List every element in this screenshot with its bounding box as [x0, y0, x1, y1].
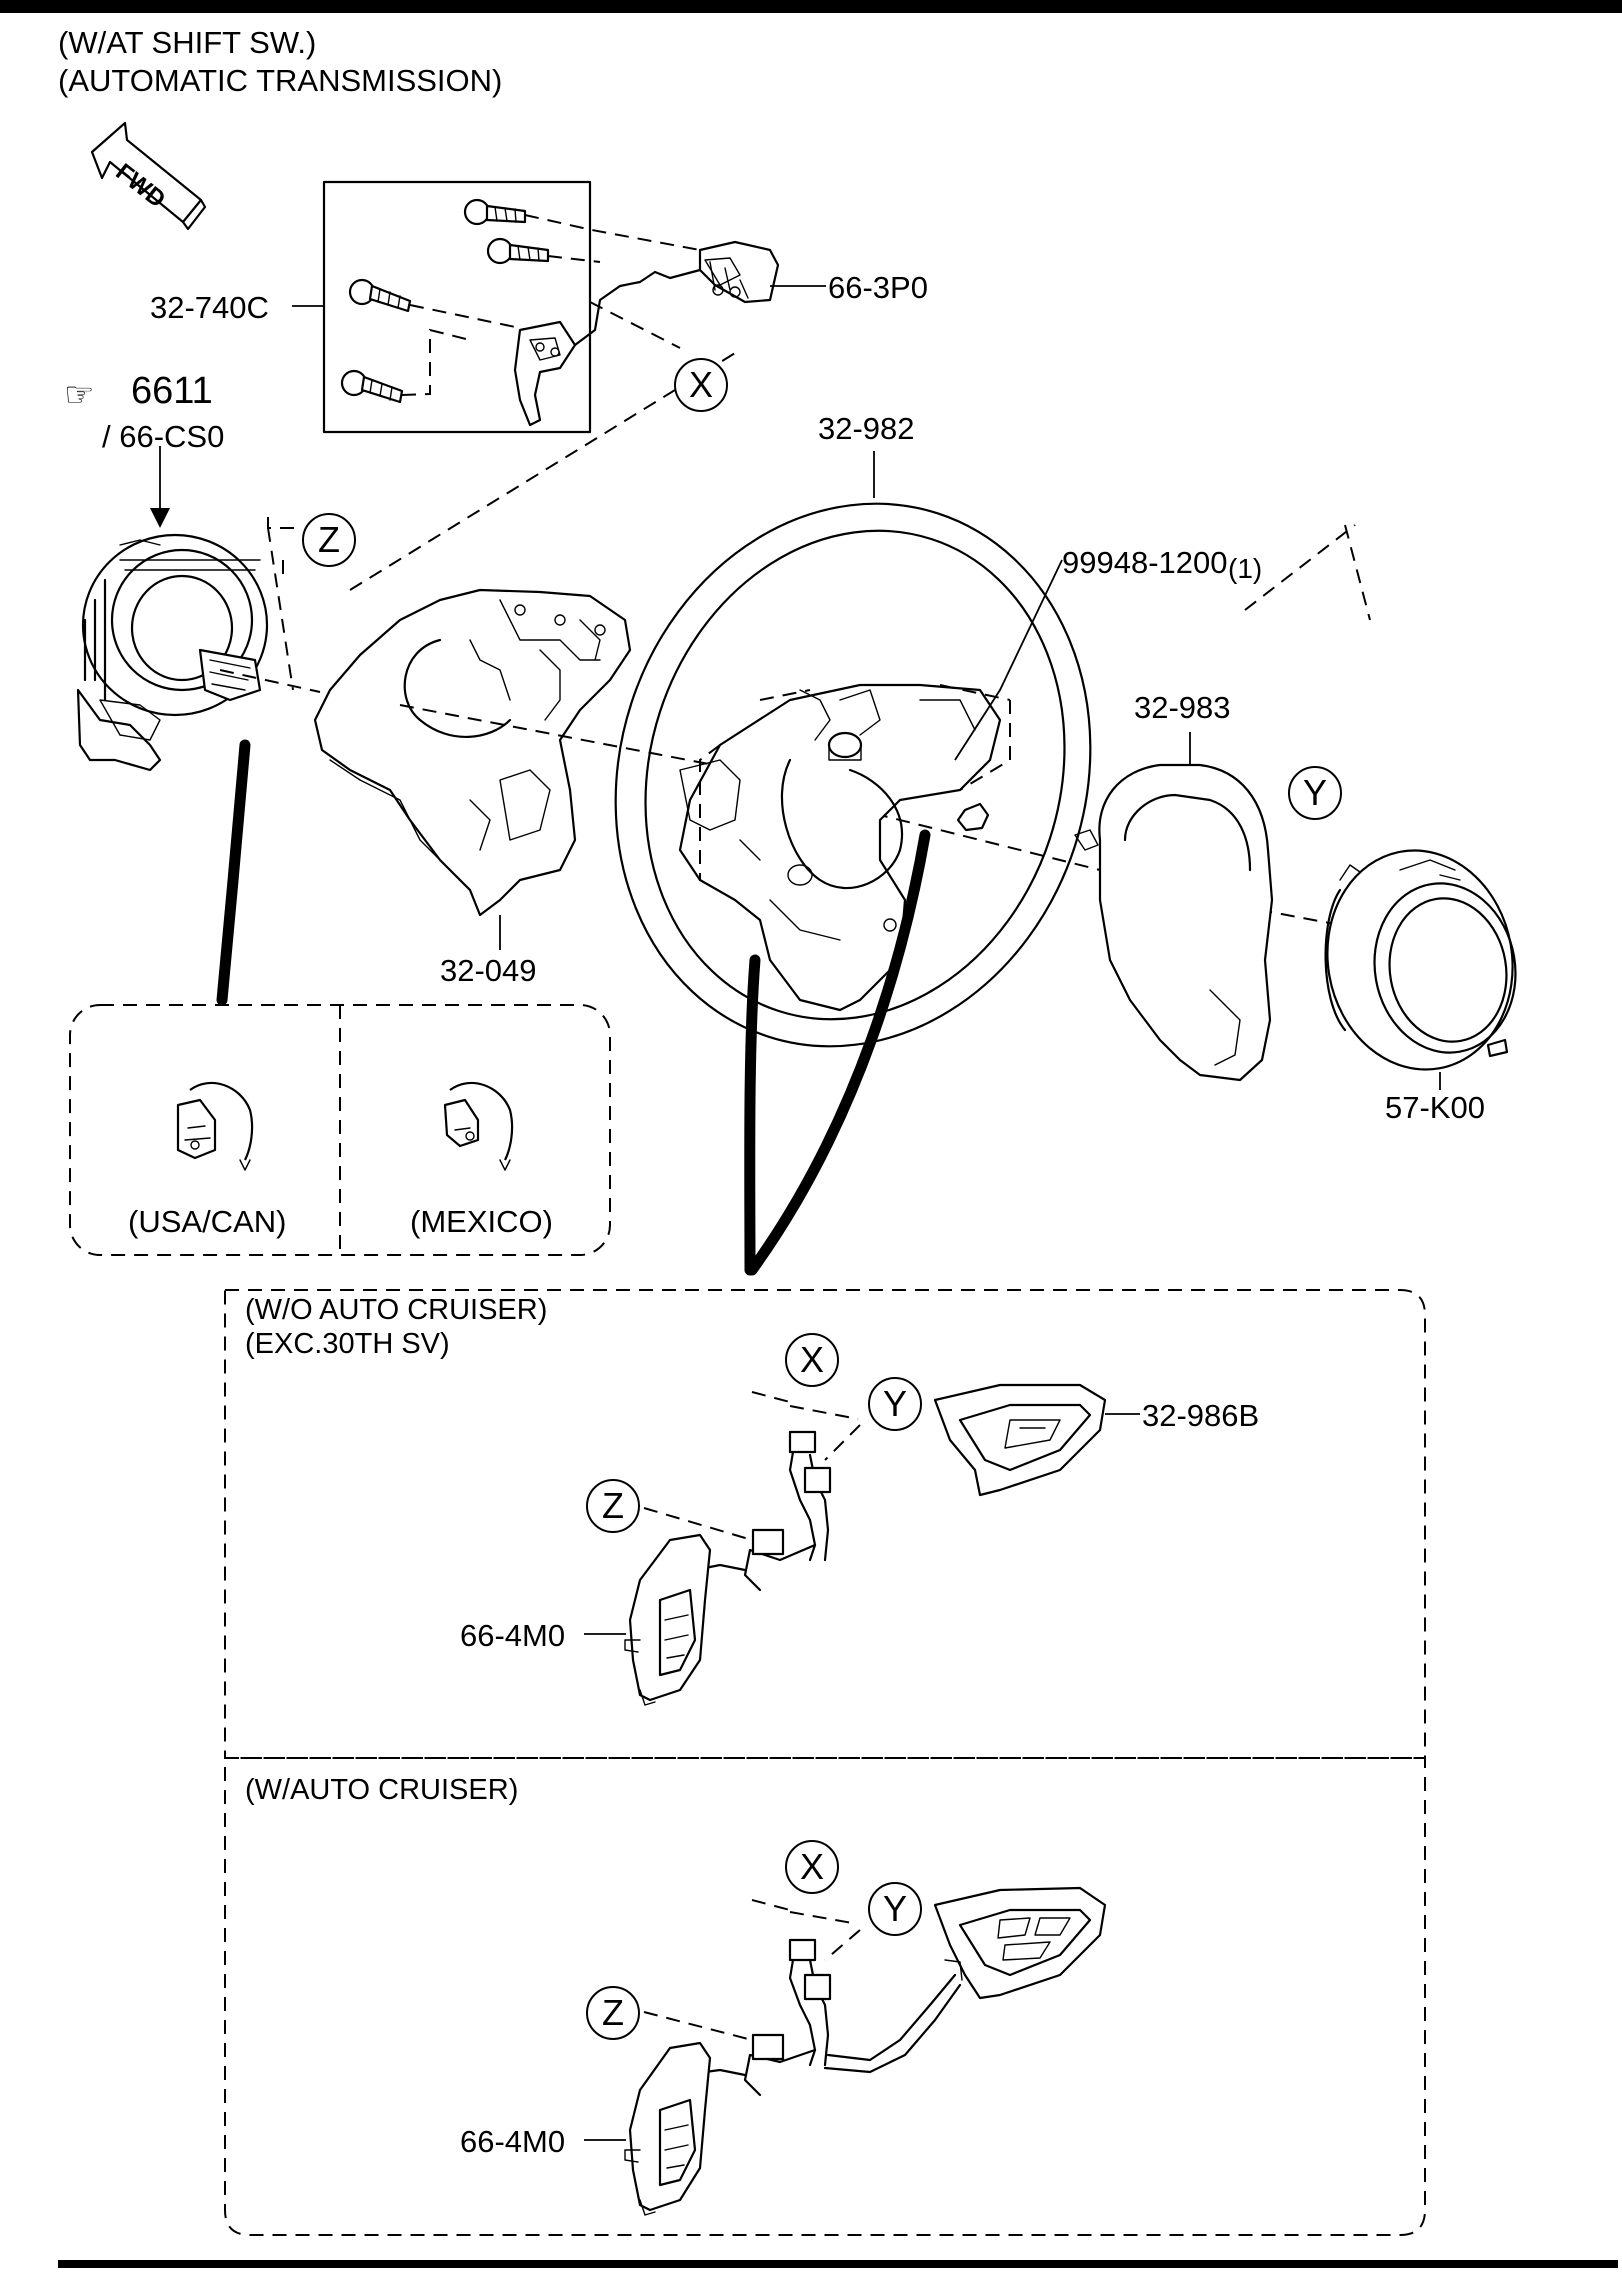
callout-z-upper: Z: [586, 1479, 640, 1533]
reference-sub[interactable]: / 66-CS0: [102, 419, 225, 454]
callout-z-lower: Z: [586, 1986, 640, 2040]
region-label-mexico: (MEXICO): [410, 1204, 553, 1239]
callout-y-upper: Y: [868, 1377, 922, 1431]
screw-icon: [486, 237, 550, 265]
part-label-32-740C[interactable]: 32-740C: [150, 290, 269, 325]
screw-icon: [348, 278, 412, 313]
part-label-32-986B[interactable]: 32-986B: [1142, 1398, 1260, 1433]
screw-icon: [340, 369, 404, 404]
clock-spring-connector-mexico-part: [443, 1081, 514, 1171]
callout-x-lower: X: [785, 1840, 839, 1894]
part-label-57-K00[interactable]: 57-K00: [1385, 1090, 1485, 1125]
callout-y-lower: Y: [868, 1882, 922, 1936]
clock-spring-part: [76, 533, 269, 772]
airbag-module-part: [1324, 849, 1517, 1071]
variant-box-upper: [224, 1289, 1426, 1759]
variant-label-exc-30th-sv: (EXC.30TH SV): [245, 1328, 450, 1360]
screw-icon: [463, 198, 527, 226]
variant-label-wo-auto-cruiser: (W/O AUTO CRUISER): [245, 1294, 548, 1326]
header-line-1: (W/AT SHIFT SW.): [58, 25, 317, 60]
callout-x-top: X: [674, 358, 728, 412]
wiring-harness-upper: [703, 1430, 832, 1592]
steering-switch-right-cruise-part: [933, 1886, 1107, 2000]
steering-switch-right-part: [933, 1383, 1107, 1497]
header-line-2: (AUTOMATIC TRANSMISSION): [58, 63, 503, 98]
ring-cover-part: [1074, 763, 1274, 1082]
part-label-66-3P0[interactable]: 66-3P0: [828, 270, 928, 305]
callout-y-top: Y: [1288, 766, 1342, 820]
variant-label-w-auto-cruiser: (W/AUTO CRUISER): [245, 1774, 519, 1806]
part-label-66-4M0-lower[interactable]: 66-4M0: [460, 2124, 566, 2159]
part-label-32-982[interactable]: 32-982: [818, 411, 915, 446]
bottom-rule: [58, 2260, 1618, 2268]
column-cover-part: [313, 588, 632, 917]
callout-z-top: Z: [302, 513, 356, 567]
steering-wheel-part: [614, 502, 1092, 1048]
steering-switch-left-upper-part: [624, 1533, 712, 1706]
region-label-usa-can: (USA/CAN): [128, 1204, 287, 1239]
steering-switch-left-lower-part: [624, 2041, 712, 2216]
top-rule: [0, 0, 1622, 13]
wiring-harness-lower: [703, 1938, 962, 2097]
part-qty-99948: (1): [1228, 553, 1263, 584]
part-label-66-4M0-upper[interactable]: 66-4M0: [460, 1618, 566, 1653]
part-label-32-049[interactable]: 32-049: [440, 953, 537, 988]
reference-number[interactable]: 6611: [131, 370, 213, 412]
clock-spring-connector-usa-can-part: [176, 1081, 254, 1171]
part-label-99948-1200[interactable]: 99948-1200: [1062, 545, 1228, 580]
variant-box-lower: [224, 1757, 1426, 2236]
fwd-arrow-icon: [90, 121, 207, 231]
screw-kit-box: [322, 180, 592, 434]
paddle-switch-part: [513, 240, 780, 427]
pointing-hand-icon: ☞: [64, 376, 95, 414]
part-label-32-983[interactable]: 32-983: [1134, 690, 1231, 725]
callout-x-upper: X: [785, 1333, 839, 1387]
